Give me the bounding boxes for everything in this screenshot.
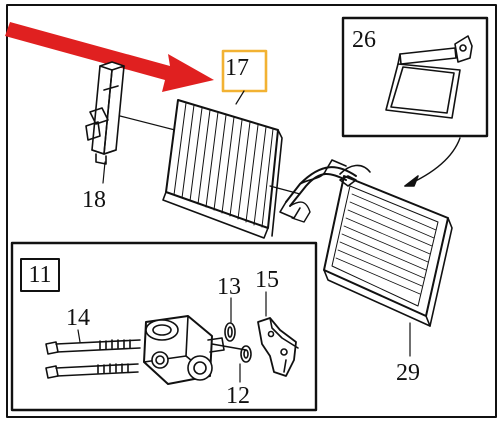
label-14: 14	[66, 305, 90, 331]
inset-box-valve	[10, 241, 318, 412]
label-12: 12	[226, 383, 250, 409]
inset-connector-head	[404, 175, 419, 187]
duct-part	[385, 35, 473, 119]
oring-parts	[224, 322, 252, 363]
label-15: 15	[255, 267, 279, 293]
label-26: 26	[352, 27, 376, 53]
valve-kit-label-box	[20, 258, 60, 292]
bracket-part	[257, 317, 299, 377]
cabin-filter-part	[162, 99, 283, 239]
expansion-valve-part	[143, 315, 247, 385]
leader-14	[77, 329, 81, 343]
label-13: 13	[217, 274, 241, 300]
guide-line-2	[269, 185, 301, 195]
leader-18	[102, 161, 106, 184]
pointer-arrow	[5, 22, 214, 92]
bolt-parts	[45, 339, 141, 379]
label-17: 17	[225, 55, 249, 81]
label-29: 29	[396, 360, 420, 386]
label-11: 11	[28, 262, 52, 288]
label-18: 18	[82, 187, 106, 213]
inset-box-duct	[341, 16, 489, 138]
filter-cover-part	[85, 61, 125, 165]
heater-core-part	[279, 159, 453, 327]
leader-17	[235, 90, 245, 105]
outer-frame	[6, 4, 497, 418]
guide-line-1	[119, 115, 176, 131]
